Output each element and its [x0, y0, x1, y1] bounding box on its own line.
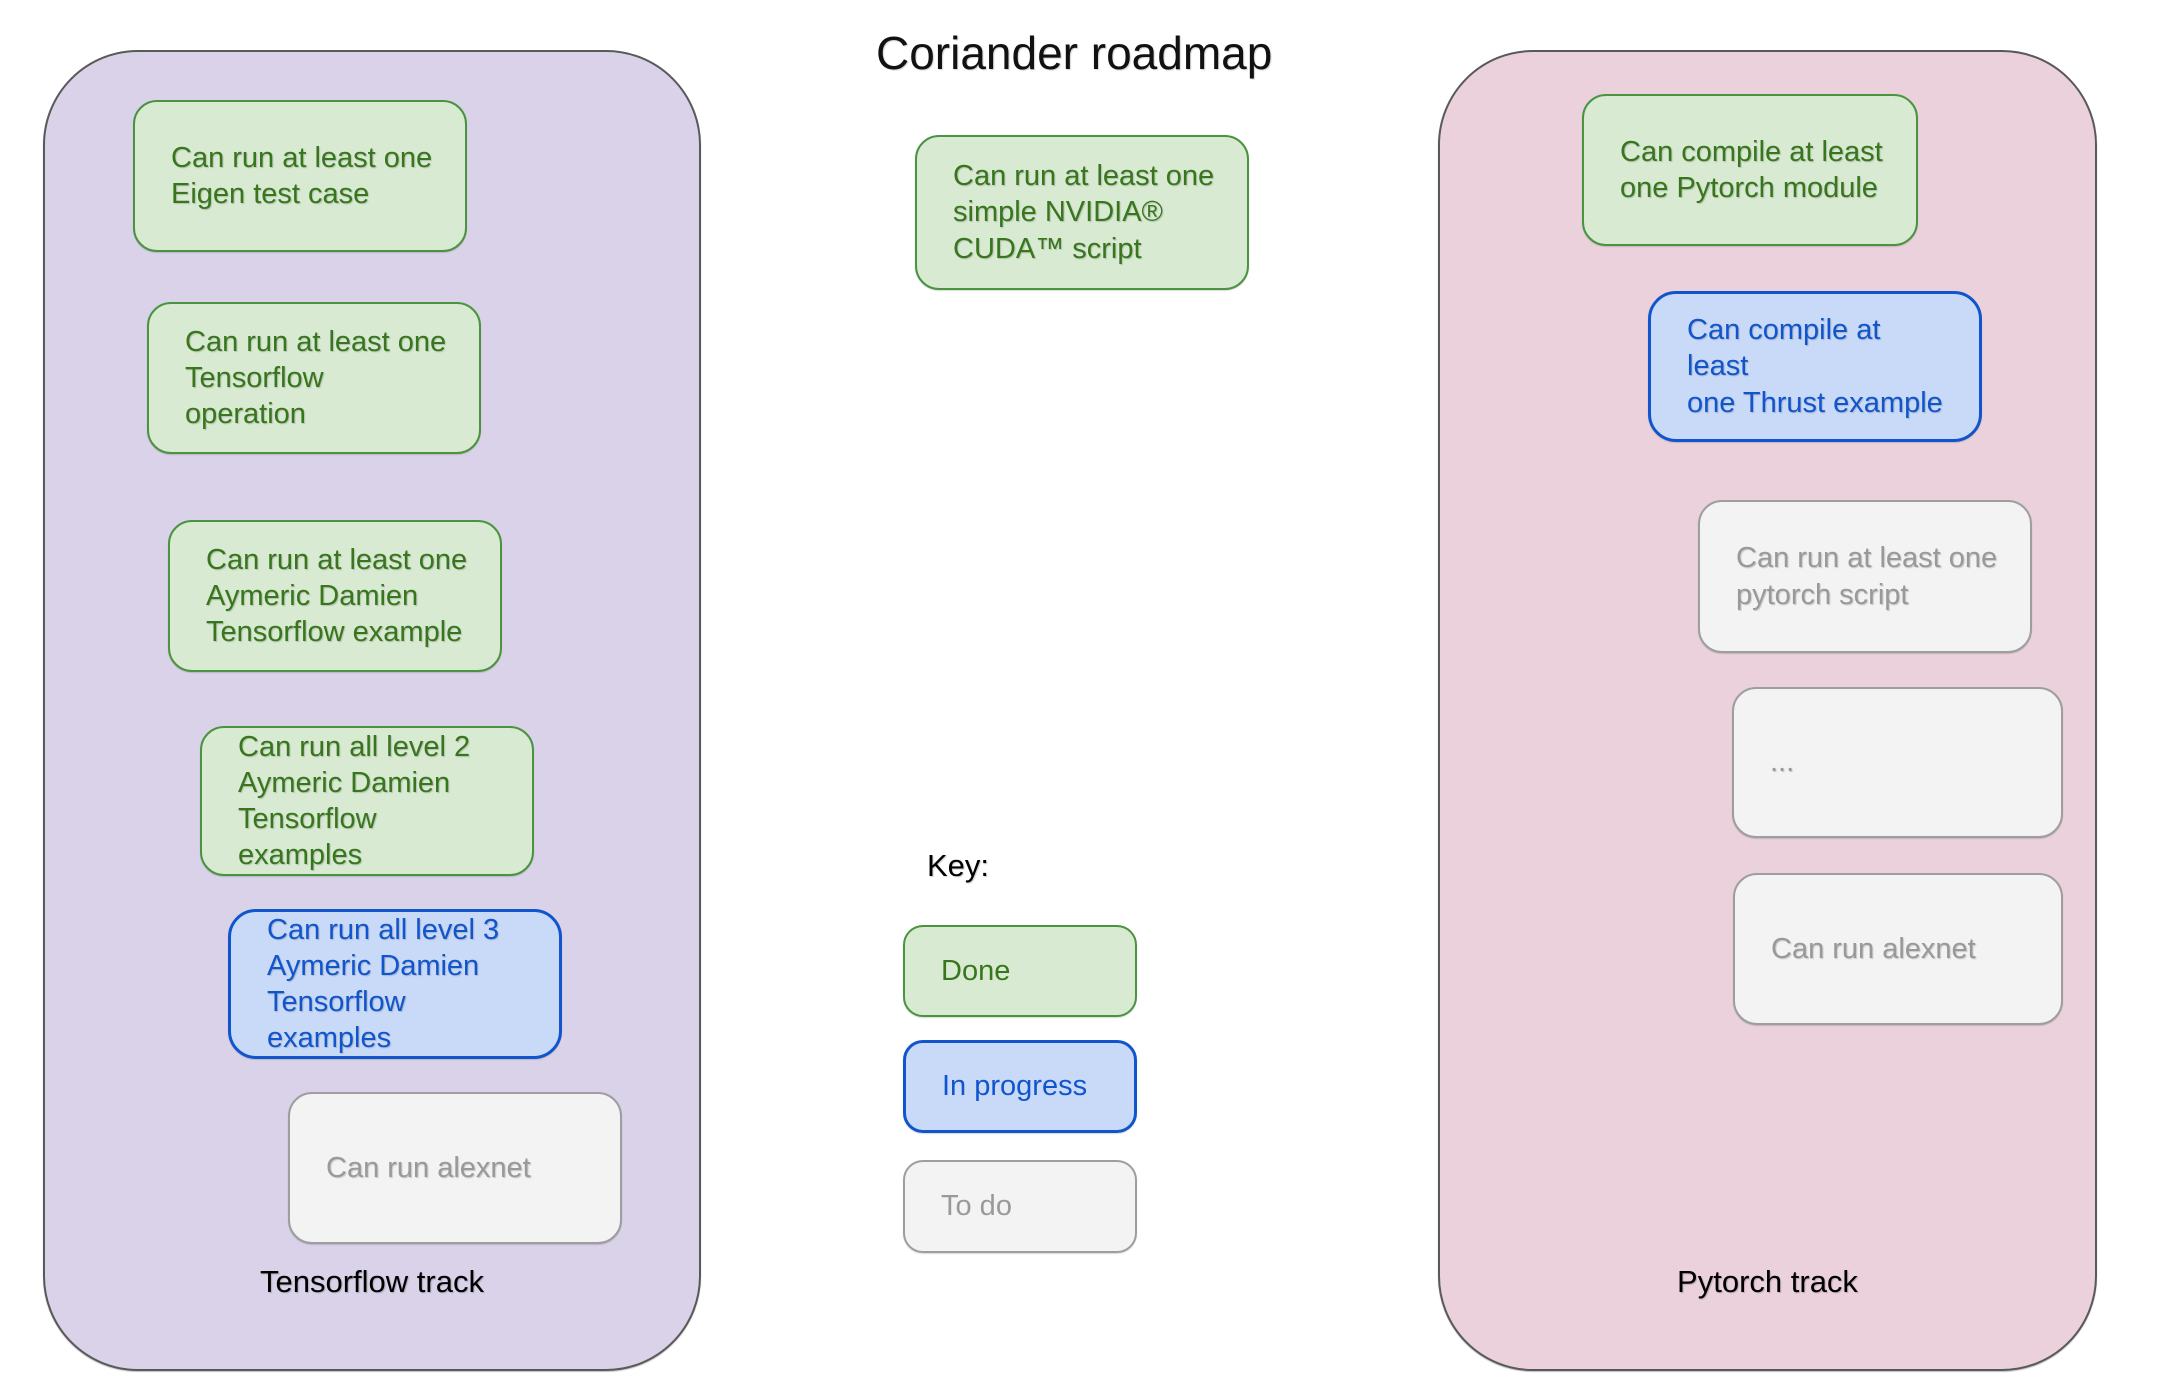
task-pytorch-alexnet-label: Can run alexnet	[1771, 932, 1976, 965]
task-thrust-example-label: Can compile at least one Thrust example	[1687, 314, 1943, 419]
task-level3-examples: Can run all level 3 Aymeric Damien Tenso…	[228, 909, 562, 1059]
diagram-title: Coriander roadmap	[876, 27, 1273, 79]
task-level3-examples-label: Can run all level 3 Aymeric Damien Tenso…	[267, 913, 500, 1055]
task-ellipsis-label: ...	[1770, 746, 1795, 779]
key-todo-label: To do	[941, 1190, 1012, 1222]
task-pytorch-script-label: Can run at least one pytorch script	[1736, 542, 1998, 611]
task-pytorch-module: Can compile at least one Pytorch module	[1582, 94, 1918, 246]
task-tensorflow-operation-label: Can run at least one Tensorflow operatio…	[185, 325, 447, 431]
pytorch-track-label: Pytorch track	[1677, 1264, 1858, 1299]
key-done-swatch: Done	[903, 925, 1137, 1017]
key-title: Key:	[927, 848, 990, 883]
task-aymeric-damien-example: Can run at least one Aymeric Damien Tens…	[168, 520, 502, 672]
task-cuda-script-label: Can run at least one simple NVIDIA® CUDA…	[953, 160, 1215, 265]
task-pytorch-script: Can run at least one pytorch script	[1698, 500, 2032, 653]
task-eigen-test-case-label: Can run at least one Eigen test case	[171, 141, 433, 210]
key-inprogress-swatch: In progress	[903, 1040, 1137, 1133]
task-pytorch-module-label: Can compile at least one Pytorch module	[1620, 135, 1883, 204]
tensorflow-track-label: Tensorflow track	[260, 1264, 484, 1299]
task-tensorflow-alexnet-label: Can run alexnet	[326, 1151, 531, 1184]
task-eigen-test-case: Can run at least one Eigen test case	[133, 100, 467, 252]
key-todo-swatch: To do	[903, 1160, 1137, 1253]
key-done-label: Done	[941, 954, 1011, 987]
task-level2-examples: Can run all level 2 Aymeric Damien Tenso…	[200, 726, 534, 876]
task-tensorflow-operation: Can run at least one Tensorflow operatio…	[147, 302, 481, 454]
task-thrust-example: Can compile at least one Thrust example	[1648, 291, 1982, 442]
task-level2-examples-label: Can run all level 2 Aymeric Damien Tenso…	[238, 730, 471, 872]
task-pytorch-alexnet: Can run alexnet	[1733, 873, 2063, 1025]
key-inprogress-label: In progress	[942, 1070, 1088, 1102]
task-ellipsis: ...	[1732, 687, 2063, 838]
task-aymeric-damien-example-label: Can run at least one Aymeric Damien Tens…	[206, 543, 468, 649]
task-cuda-script: Can run at least one simple NVIDIA® CUDA…	[915, 135, 1249, 290]
task-tensorflow-alexnet: Can run alexnet	[288, 1092, 622, 1244]
